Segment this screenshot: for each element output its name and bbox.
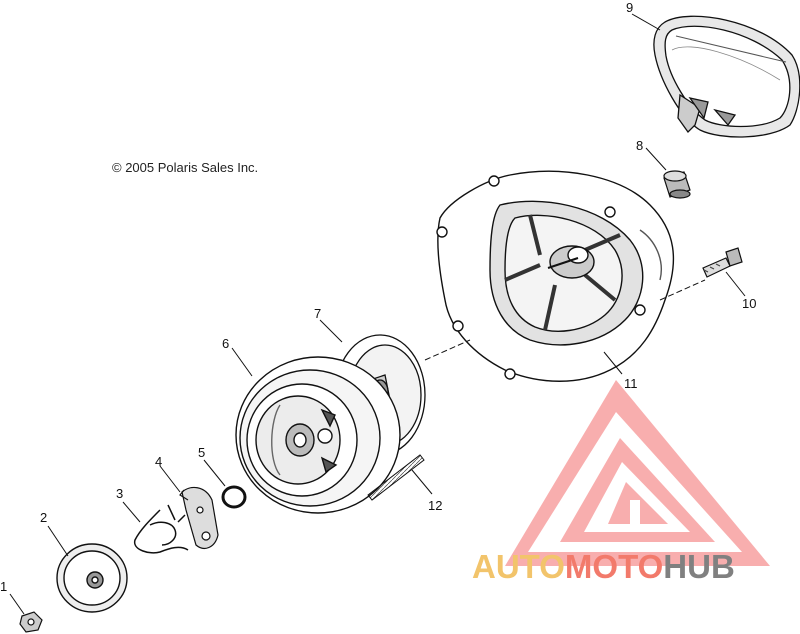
callout-labels: 1 2 3 4 5 6 7 8 9 10 11 12 (0, 0, 756, 594)
copyright-text: © 2005 Polaris Sales Inc. (112, 160, 259, 175)
callout-5: 5 (198, 445, 205, 460)
part-9-cover (653, 15, 800, 138)
part-2-plate (56, 543, 128, 613)
part-11-housing (436, 170, 675, 382)
part-6-pulley (235, 356, 401, 514)
callout-6: 6 (222, 336, 229, 351)
part-12-rope (367, 454, 425, 501)
logo-part-auto: AUTO (472, 548, 565, 585)
part-4-pawl (179, 486, 219, 549)
logo-part-moto: MOTO (564, 548, 664, 585)
callout-4: 4 (155, 454, 162, 469)
watermark-logo-text: AUTOMOTOHUB (472, 548, 735, 586)
callout-9: 9 (626, 0, 633, 15)
part-3-spring (134, 504, 189, 554)
part-5-ring (221, 485, 247, 509)
watermark-triangle (505, 380, 770, 566)
leader-lines (9, 13, 746, 615)
part-1-nut (19, 611, 43, 633)
callout-1: 1 (0, 579, 7, 594)
callout-7: 7 (314, 306, 321, 321)
callout-10: 10 (742, 296, 756, 311)
callout-8: 8 (636, 138, 643, 153)
logo-part-hub: HUB (663, 548, 735, 585)
callout-2: 2 (40, 510, 47, 525)
callout-11: 11 (624, 376, 638, 391)
part-8-bushing (663, 170, 691, 199)
callout-12: 12 (428, 498, 442, 513)
callout-3: 3 (116, 486, 123, 501)
part-10-bolt (702, 247, 743, 278)
